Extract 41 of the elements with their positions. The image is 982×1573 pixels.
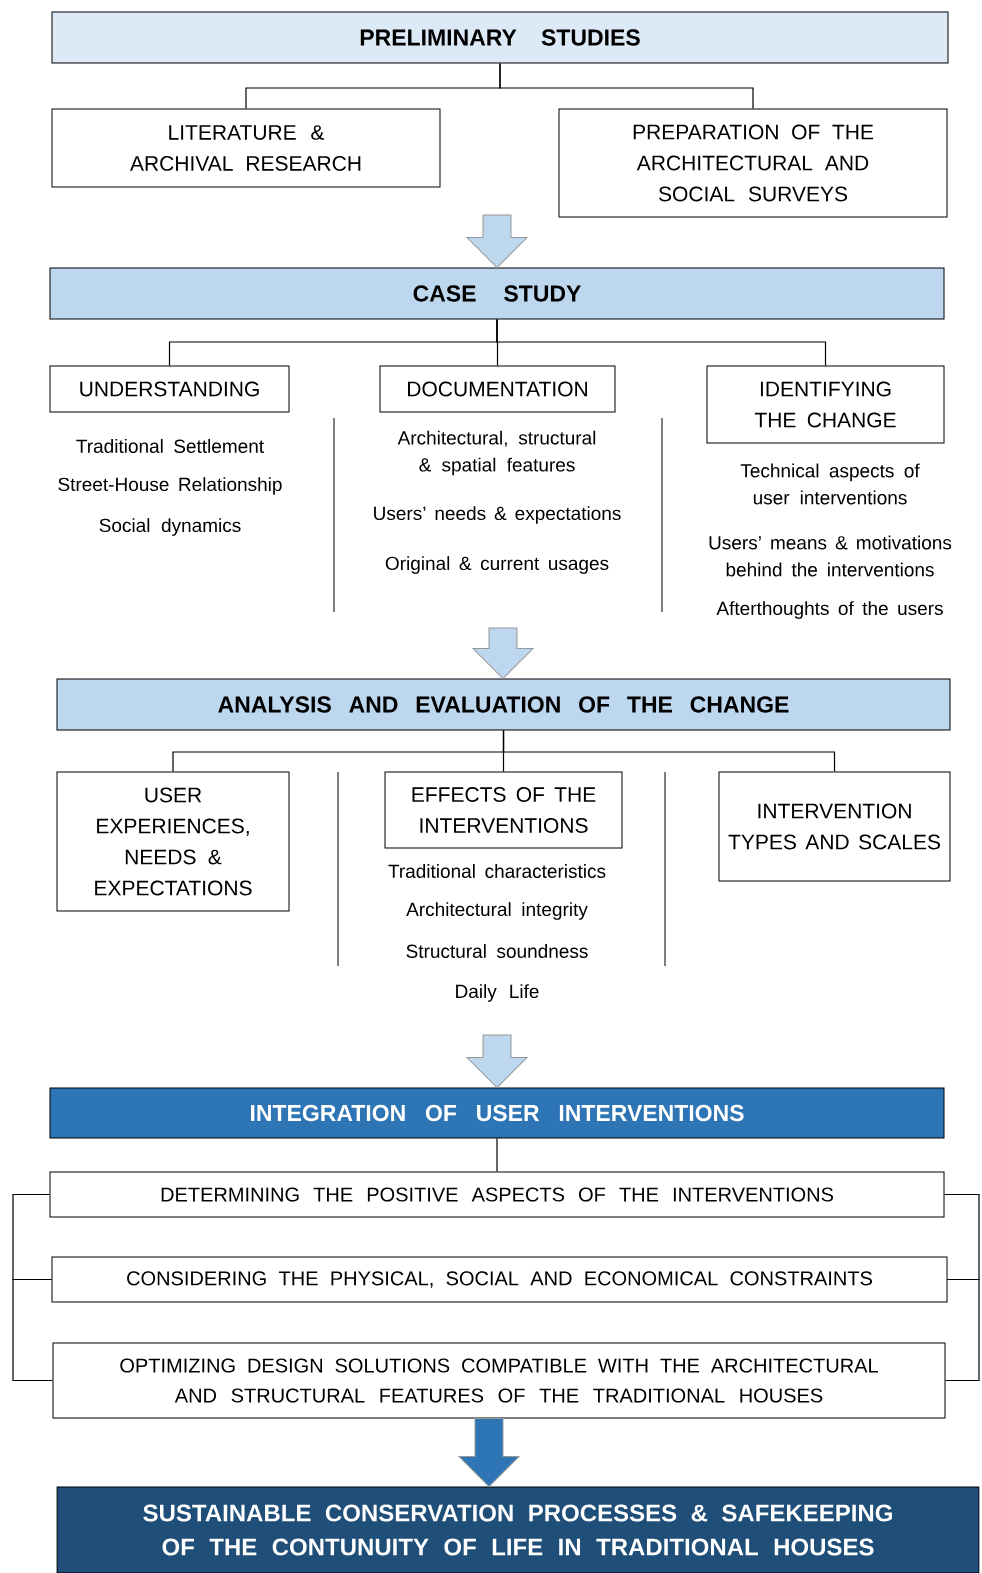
item-text: Traditional Settlement xyxy=(76,439,264,453)
connector-line xyxy=(502,729,836,773)
item-text: Original & current usages xyxy=(385,556,609,574)
item-text: Traditional characteristics xyxy=(388,864,606,878)
bracket-line xyxy=(943,1193,980,1281)
heading-band: PRELIMINARY STUDIES xyxy=(51,11,949,64)
process-box: IDENTIFYING THE CHANGE xyxy=(706,365,945,444)
heading-band: INTEGRATION OF USER INTERVENTIONS xyxy=(49,1087,945,1139)
process-box: LITERATURE & ARCHIVAL RESEARCH xyxy=(51,108,441,188)
item-text: Structural soundness xyxy=(406,944,588,958)
process-box: INTERVENTION TYPES AND SCALES xyxy=(718,771,951,882)
process-box: EFFECTS OF THE INTERVENTIONS xyxy=(384,771,623,849)
process-box: PREPARATION OF THE ARCHITECTURAL AND SOCIAL SURVEYS xyxy=(558,108,948,218)
bracket-line xyxy=(12,1278,54,1382)
block-arrow xyxy=(466,214,528,268)
process-box: UNDERSTANDING xyxy=(49,365,290,413)
bracket-line xyxy=(944,1278,980,1382)
item-text: Users’ needs & expectations xyxy=(374,506,621,524)
item-text: Social dynamics xyxy=(99,518,241,536)
item-text: Architectural integrity xyxy=(406,902,588,920)
item-text: Architectural, structural & spatial features xyxy=(397,430,596,476)
connector-line xyxy=(496,1137,498,1173)
process-box: CONSIDERING THE PHYSICAL, SOCIAL AND ECONOMICAL CONSTRAINTS xyxy=(51,1256,948,1303)
process-box: USER EXPERIENCES, NEEDS & EXPECTATIONS xyxy=(56,771,290,912)
heading-band: SUSTAINABLE CONSERVATION PROCESSES & SAFEKEEPING OF THE CONTUNUITY OF LIFE IN TRADITIONAL HOUSES xyxy=(56,1486,980,1573)
process-box: OPTIMIZING DESIGN SOLUTIONS COMPATIBLE WITH THE ARCHITECTURAL AND STRUCTURAL FEATURES OF THE TRADITIONAL HOUSES xyxy=(52,1342,946,1419)
item-text: Street-House Relationship xyxy=(58,477,282,495)
block-arrow xyxy=(458,1418,520,1487)
block-arrow xyxy=(466,1034,528,1088)
process-box: DOCUMENTATION xyxy=(379,365,616,413)
heading-band: CASE STUDY xyxy=(49,267,945,320)
item-text: Users’ means & motivations behind the interventions xyxy=(709,535,952,577)
process-box: DETERMINING THE POSITIVE ASPECTS OF THE INTERVENTIONS xyxy=(49,1171,945,1218)
connector-line xyxy=(496,318,827,367)
heading-band: ANALYSIS AND EVALUATION OF THE CHANGE xyxy=(56,678,951,731)
item-text: Technical aspects of user interventions xyxy=(740,463,920,505)
block-arrow xyxy=(472,627,534,679)
connector-line xyxy=(499,62,754,110)
bracket-line xyxy=(12,1193,53,1281)
item-text: Daily Life xyxy=(456,984,539,1002)
item-text: Afterthoughts of the users xyxy=(716,601,943,619)
